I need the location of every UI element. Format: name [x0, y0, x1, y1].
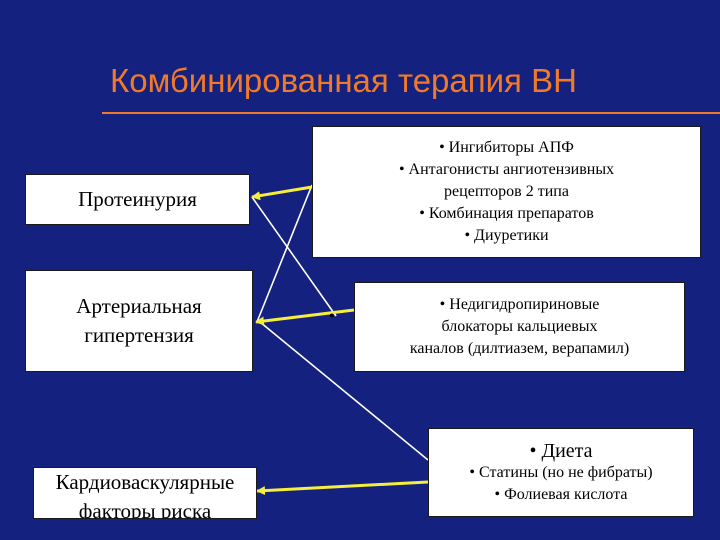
slide-title: Комбинированная терапия ВН — [110, 62, 577, 99]
connector-line-proteinuria-to-cardio — [251, 196, 337, 317]
box-cardiovascular-risk: Кардиоваскулярные факторы риска — [33, 467, 257, 519]
box-calcium-blockers: • Недигидропириновые блокаторы кальциевы… — [354, 282, 685, 372]
box-ace-line-4: • Комбинация препаратов — [419, 205, 594, 222]
box-arterial-hypertension: Артериальная гипертензия — [25, 270, 253, 372]
box-proteinuria-text: Протеинурия — [78, 187, 197, 211]
box-diet-line-1: • Диета — [529, 439, 593, 462]
box-hypertension-line-1: Артериальная — [76, 294, 202, 318]
box-calcium-line-3: каналов (дилтиазем, верапамил) — [409, 340, 630, 357]
box-calcium-line-2: блокаторы кальциевых — [441, 318, 598, 335]
box-cardio-line-2: факторы риска — [78, 499, 212, 519]
box-diet-statins: • Диета • Статины (но не фибраты) • Фоли… — [428, 428, 694, 517]
box-calcium-line-1: • Недигидропириновые — [439, 296, 600, 313]
title-underline — [102, 112, 720, 114]
arrow-to-cardio-risk — [256, 480, 429, 496]
box-ace-line-5: • Диуретики — [464, 227, 549, 244]
box-ace-line-3: рецепторов 2 типа — [444, 183, 569, 200]
box-diet-line-2: • Статины (но не фибраты) — [469, 463, 653, 481]
connector-line-ace-to-hypertension — [256, 184, 313, 323]
box-ace-line-1: • Ингибиторы АПФ — [439, 139, 574, 156]
stray-bullet: • — [329, 308, 335, 325]
box-diet-line-3: • Фолиевая кислота — [494, 485, 628, 503]
box-hypertension-line-2: гипертензия — [84, 323, 194, 347]
box-proteinuria: Протеинурия — [25, 174, 250, 225]
arrow-to-hypertension — [255, 308, 355, 326]
arrow-to-proteinuria — [251, 185, 313, 201]
box-ace-inhibitors: • Ингибиторы АПФ • Антагонисты ангиотенз… — [312, 126, 701, 258]
connector-line-hypertension-to-diet — [259, 321, 429, 461]
box-cardio-line-1: Кардиоваскулярные — [55, 470, 235, 494]
box-ace-line-2: • Антагонисты ангиотензивных — [398, 161, 615, 178]
